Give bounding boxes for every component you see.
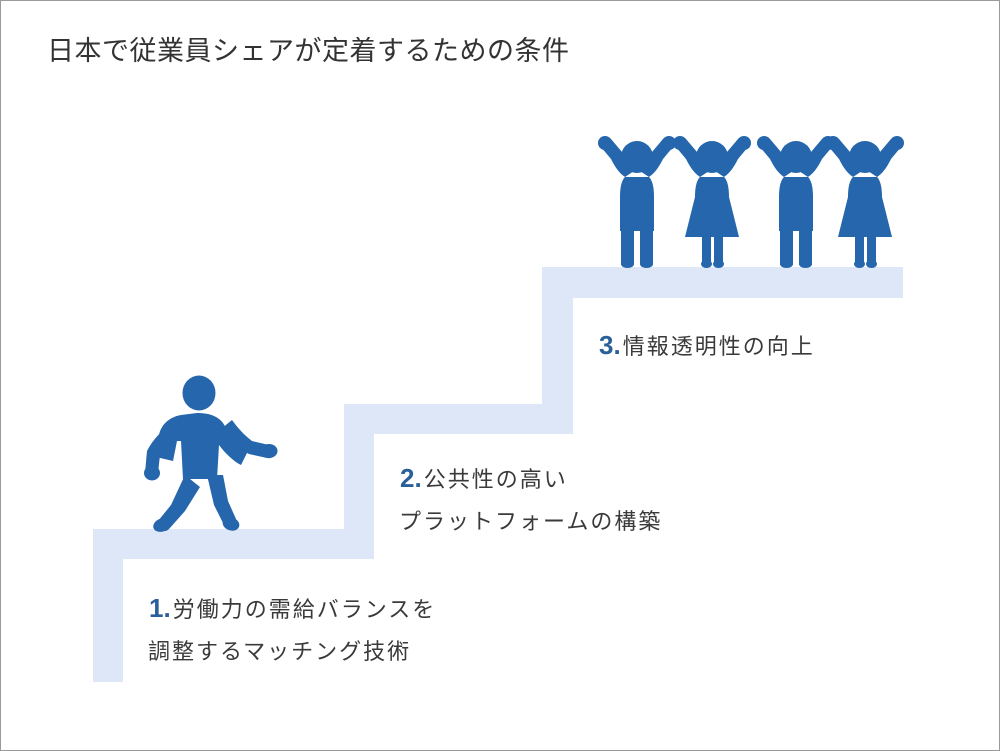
step-1-number: 1.	[149, 593, 171, 623]
step-2-text-line2: プラットフォームの構築	[399, 509, 663, 534]
step-2-number: 2.	[400, 463, 422, 493]
step-2-tread	[344, 404, 573, 434]
person-cheering-male-icon	[757, 136, 835, 268]
step-3-label: 3.情報透明性の向上	[599, 324, 815, 368]
page-title: 日本で従業員シェアが定着するための条件	[47, 36, 570, 66]
step-2-text-line1: 公共性の高い	[423, 467, 568, 492]
step-3-riser	[542, 267, 573, 409]
step-1-tread	[93, 529, 374, 559]
person-cheering-male-icon	[598, 136, 676, 268]
step-1-label: 1.労働力の需給バランスを 調整するマッチング技術	[148, 587, 437, 673]
step-1-riser	[93, 529, 123, 682]
person-cheering-female-icon	[826, 136, 904, 268]
step-1-text-line1: 労働力の需給バランスを	[172, 597, 437, 622]
step-2-label: 2.公共性の高い プラットフォームの構築	[399, 457, 663, 543]
step-3-text-line1: 情報透明性の向上	[622, 334, 815, 359]
walking-person-icon	[144, 375, 278, 532]
person-cheering-female-icon	[673, 136, 751, 268]
step-3-tread	[542, 267, 903, 298]
step-2-riser	[344, 404, 374, 544]
step-1-text-line2: 調整するマッチング技術	[148, 639, 412, 664]
step-3-number: 3.	[599, 330, 621, 360]
